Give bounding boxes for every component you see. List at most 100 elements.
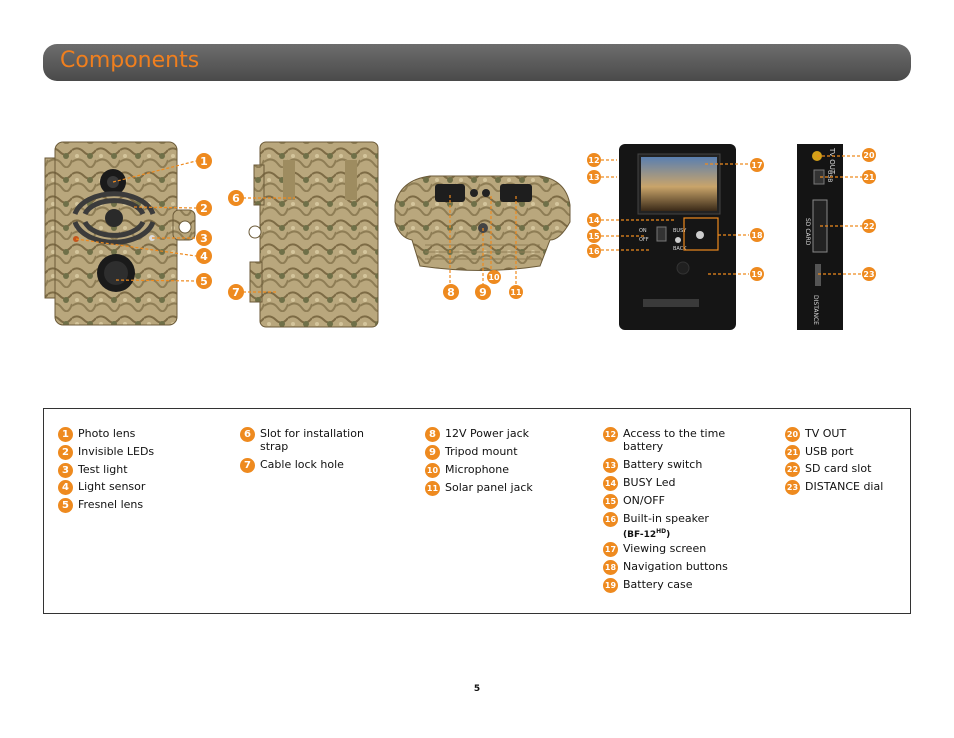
legend-badge: 2 — [58, 445, 73, 460]
legend-label: Invisible LEDs — [78, 445, 155, 458]
legend-label: Light sensor — [78, 480, 146, 493]
legend-label: Cable lock hole — [260, 458, 344, 471]
legend-badge: 14 — [603, 476, 618, 491]
legend-badge: 19 — [603, 578, 618, 593]
svg-text:2: 2 — [200, 202, 208, 215]
legend-item-3: 3 Test light — [58, 463, 128, 478]
legend-badge: 20 — [785, 427, 800, 442]
legend-badge: 8 — [425, 427, 440, 442]
callout-22: 22 — [862, 219, 876, 233]
callout-8: 8 — [443, 284, 459, 300]
legend-item-13: 13 Battery switch — [603, 458, 702, 473]
legend-badge: 17 — [603, 542, 618, 557]
legend-item-9: 9 Tripod mount — [425, 445, 518, 460]
legend-badge: 1 — [58, 427, 73, 442]
svg-text:11: 11 — [510, 288, 522, 297]
svg-text:8: 8 — [447, 286, 455, 299]
legend-label: Fresnel lens — [78, 498, 144, 511]
off-label: OFF — [639, 237, 649, 243]
legend-item-14: 14 BUSY Led — [603, 476, 675, 491]
svg-text:18: 18 — [751, 231, 763, 240]
legend-label: Solar panel jack — [445, 481, 533, 494]
sd-card-label: SD CARD — [804, 218, 811, 246]
legend-label: Battery case — [623, 578, 693, 591]
legend-item-6: 6 Slot for installation strap — [240, 427, 380, 453]
page-number: 5 — [473, 684, 481, 694]
callout-2: 2 — [196, 200, 212, 216]
legend-badge: 3 — [58, 463, 73, 478]
legend-label: Battery switch — [623, 458, 703, 471]
legend-item-12: 12 Access to the time battery — [603, 427, 733, 453]
callout-17: 17 — [750, 158, 764, 172]
busy-label: BUSY — [673, 228, 687, 234]
callout-16: 16 — [587, 244, 601, 258]
legend-label: BUSY Led — [623, 476, 676, 489]
callout-badges: 1 2 3 4 5 6 7 8 9 10 11 12 13 14 15 16 1… — [196, 148, 876, 300]
legend-label: DISTANCE dial — [805, 480, 884, 493]
callout-5: 5 — [196, 273, 212, 289]
legend-label: ON/OFF — [623, 494, 665, 507]
legend-item-20: 20 TV OUT — [785, 427, 846, 442]
legend-item-23: 23 DISTANCE dial — [785, 480, 883, 495]
legend-badge: 5 — [58, 498, 73, 513]
distance-label: DISTANCE — [812, 295, 819, 325]
legend-label: Access to the time battery — [623, 427, 726, 453]
legend-label: Navigation buttons — [623, 560, 728, 573]
legend-item-1: 1 Photo lens — [58, 427, 135, 442]
camera-front-image — [44, 141, 196, 326]
legend-label: Built-in speaker — [623, 512, 709, 525]
back-label: BACK — [673, 246, 687, 252]
legend-label: TV OUT — [805, 427, 847, 440]
on-label: ON — [639, 228, 647, 234]
svg-text:20: 20 — [863, 151, 875, 160]
page-title: Components — [60, 48, 200, 73]
legend-label: SD card slot — [805, 462, 872, 475]
svg-text:13: 13 — [588, 173, 599, 182]
svg-text:7: 7 — [232, 286, 240, 299]
svg-text:21: 21 — [863, 173, 875, 182]
legend-label: 12V Power jack — [445, 427, 529, 440]
callout-3: 3 — [196, 230, 212, 246]
usb-label: USB — [826, 170, 833, 182]
svg-text:16: 16 — [588, 247, 600, 256]
legend-label: Slot for installation strap — [260, 427, 364, 453]
callout-7: 7 — [228, 284, 244, 300]
components-diagram: ON OFF BUSY BACK TV OUT USB SD CARD DIST… — [44, 141, 876, 330]
legend-badge: 11 — [425, 481, 440, 496]
legend-badge: 9 — [425, 445, 440, 460]
camera-side-image — [248, 141, 379, 328]
callout-23: 23 — [862, 267, 876, 281]
legend-item-15: 15 ON/OFF — [603, 494, 665, 509]
legend-label: Photo lens — [78, 427, 136, 440]
legend-badge: 6 — [240, 427, 255, 442]
legend-badge: 10 — [425, 463, 440, 478]
legend-label: USB port — [805, 445, 854, 458]
legend-badge: 16 — [603, 512, 618, 527]
legend-item-8: 8 12V Power jack — [425, 427, 529, 442]
svg-text:22: 22 — [863, 222, 874, 231]
callout-9: 9 — [475, 284, 491, 300]
legend-label: Tripod mount — [445, 445, 518, 458]
svg-text:19: 19 — [751, 270, 763, 279]
legend-badge: 23 — [785, 480, 800, 495]
camera-ports-image: TV OUT USB SD CARD DISTANCE — [797, 144, 843, 330]
svg-text:23: 23 — [863, 270, 874, 279]
callout-12: 12 — [587, 153, 601, 167]
legend-badge: 15 — [603, 494, 618, 509]
svg-text:15: 15 — [588, 232, 600, 241]
svg-text:10: 10 — [488, 273, 500, 282]
callout-10: 10 — [487, 270, 501, 284]
callout-1: 1 — [196, 153, 212, 169]
legend-label: Test light — [78, 463, 128, 476]
svg-text:5: 5 — [200, 275, 208, 288]
legend-badge: 7 — [240, 458, 255, 473]
legend-badge: 12 — [603, 427, 618, 442]
svg-text:9: 9 — [479, 286, 487, 299]
legend-badge: 13 — [603, 458, 618, 473]
